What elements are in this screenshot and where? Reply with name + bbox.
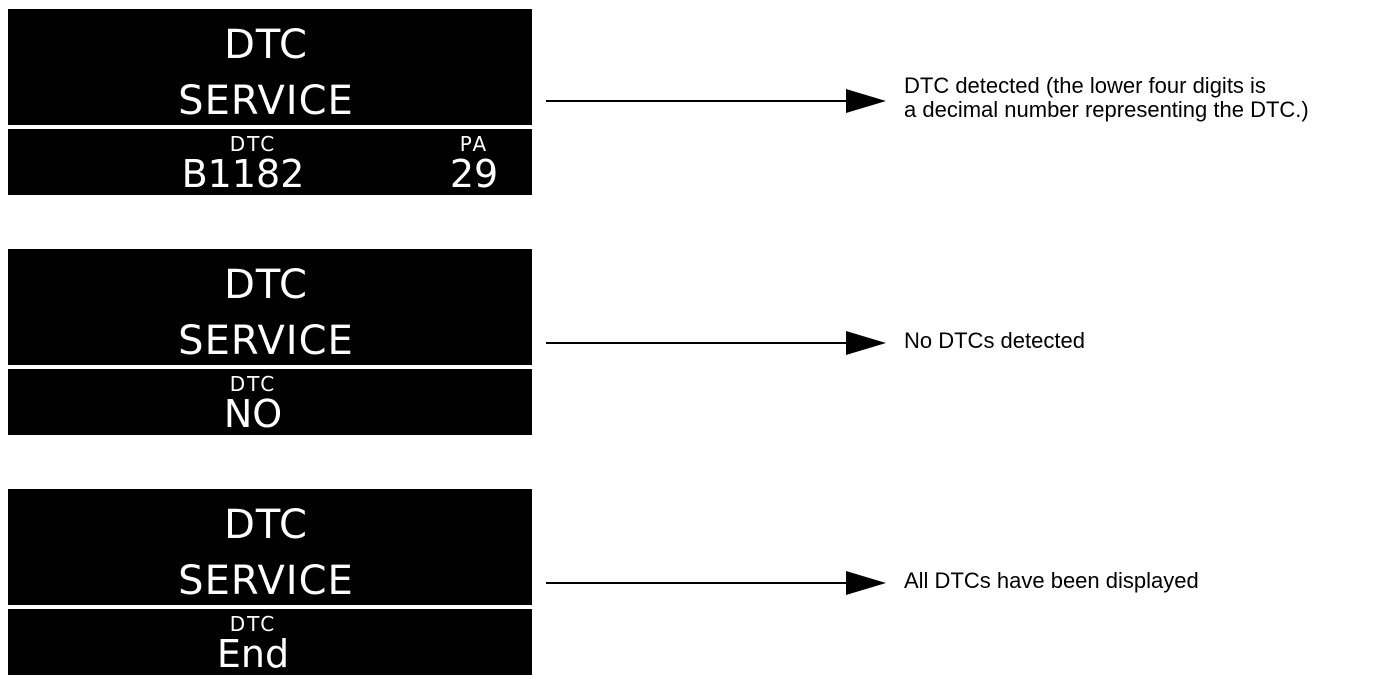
caption-dtc-end: All DTCs have been displayed xyxy=(904,569,1199,593)
caption-line: DTC detected (the lower four digits is xyxy=(904,73,1266,98)
caption-dtc-detected: DTC detected (the lower four digits is a… xyxy=(904,74,1309,122)
caption-line: No DTCs detected xyxy=(904,328,1085,353)
display-panel-dtc-end: DTC SERVICE DTC End xyxy=(8,489,532,675)
display-title: DTC xyxy=(224,262,308,308)
display-title: DTC xyxy=(224,22,308,68)
arrow-icon xyxy=(546,89,886,113)
display-divider xyxy=(8,125,532,129)
pa-label: PA xyxy=(459,132,489,156)
display-divider xyxy=(8,605,532,609)
display-mode: SERVICE xyxy=(178,318,354,364)
dtc-label: DTC xyxy=(229,132,277,156)
dtc-code-value: End xyxy=(216,632,290,676)
caption-no-dtc: No DTCs detected xyxy=(904,329,1085,353)
display-panel-no-dtc: DTC SERVICE DTC NO xyxy=(8,249,532,435)
dtc-label: DTC xyxy=(229,372,277,396)
arrow-icon xyxy=(546,331,886,355)
display-title: DTC xyxy=(224,502,308,548)
dtc-label: DTC xyxy=(229,612,277,636)
arrow-icon xyxy=(546,571,886,595)
display-divider xyxy=(8,365,532,369)
caption-line: a decimal number representing the DTC.) xyxy=(904,97,1309,122)
display-mode: SERVICE xyxy=(178,558,354,604)
dtc-code-value: NO xyxy=(223,392,283,436)
display-panel-dtc-detected: DTC SERVICE DTC B1182 PA 29 xyxy=(8,9,532,195)
caption-line: All DTCs have been displayed xyxy=(904,568,1199,593)
pa-value: 29 xyxy=(449,152,499,196)
dtc-code-value: B1182 xyxy=(181,152,305,196)
display-mode: SERVICE xyxy=(178,78,354,124)
